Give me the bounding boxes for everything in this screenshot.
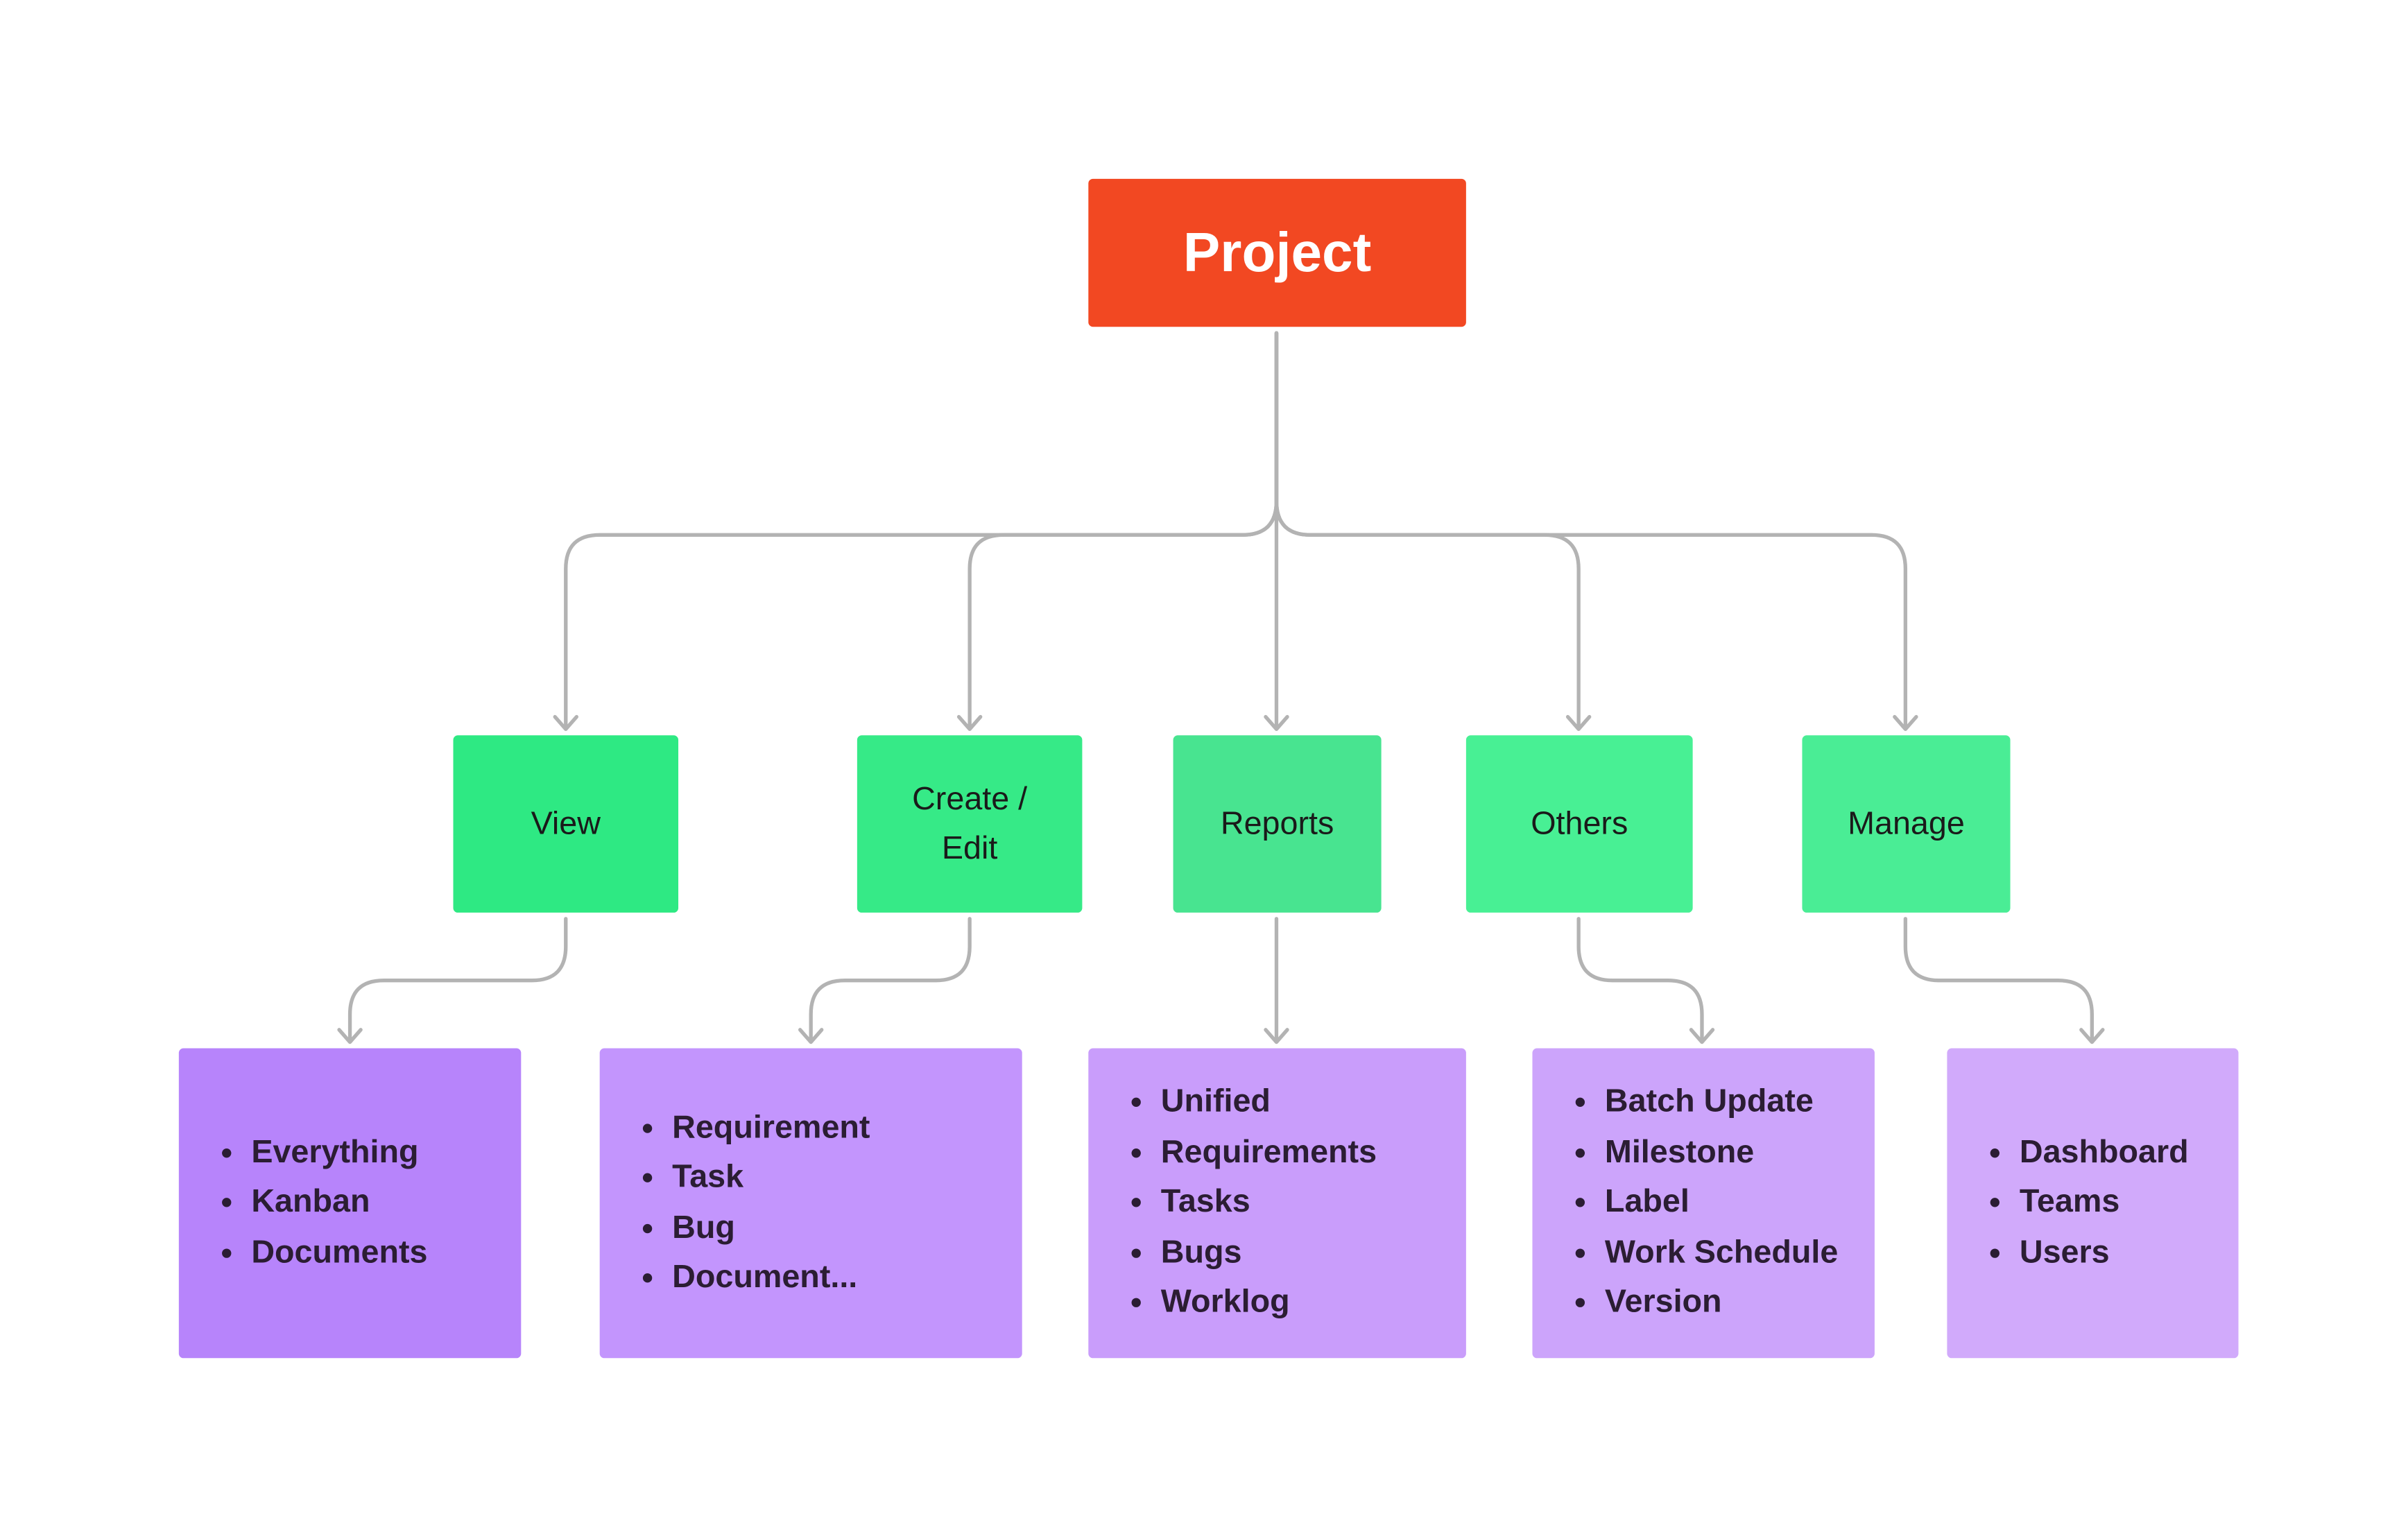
leaf-node-others[interactable]: Batch Update Milestone Label Work Schedu… xyxy=(1532,1048,1875,1359)
arrowhead-create xyxy=(956,714,983,732)
category-node-reports[interactable]: Reports xyxy=(1173,735,1382,913)
list-item: Milestone xyxy=(1605,1128,1838,1178)
arrowheads xyxy=(337,714,2105,1044)
arrowhead-leaf-reports xyxy=(1264,1028,1289,1044)
leaf-list-view: Everything Kanban Documents xyxy=(179,1128,427,1279)
list-item: Documents xyxy=(251,1228,427,1278)
leaf-node-view[interactable]: Everything Kanban Documents xyxy=(178,1048,522,1359)
category-label-view: View xyxy=(531,805,601,841)
category-label-others: Others xyxy=(1531,805,1628,841)
connector-create-leaf xyxy=(809,917,972,1043)
category-node-create-edit[interactable]: Create / Edit xyxy=(857,735,1083,913)
list-item: Kanban xyxy=(251,1178,427,1228)
root-connectors xyxy=(564,331,1908,730)
arrowhead-leaf-view xyxy=(337,1028,363,1044)
arrowhead-view xyxy=(553,714,578,732)
category-node-view[interactable]: View xyxy=(453,735,679,913)
list-item: Requirement xyxy=(672,1103,870,1153)
leaf-list-manage: Dashboard Teams Users xyxy=(1947,1128,2189,1279)
leaf-node-manage[interactable]: Dashboard Teams Users xyxy=(1947,1048,2239,1359)
arrowhead-reports xyxy=(1264,714,1289,732)
arrowhead-leaf-create xyxy=(798,1028,824,1044)
list-item: Bug xyxy=(672,1203,870,1253)
arrowhead-others xyxy=(1565,714,1592,732)
list-item: Version xyxy=(1605,1278,1838,1328)
category-label-manage: Manage xyxy=(1848,805,1965,841)
category-node-manage[interactable]: Manage xyxy=(1802,735,2011,913)
leaf-list-reports: Unified Requirements Tasks Bugs Worklog xyxy=(1088,1078,1377,1328)
list-item: Batch Update xyxy=(1605,1078,1838,1128)
category-label-create-edit: Create / Edit xyxy=(912,780,1028,866)
connector-root-others xyxy=(1274,331,1581,730)
connector-others-leaf xyxy=(1576,917,1704,1043)
list-item: Label xyxy=(1605,1178,1838,1228)
connector-manage-leaf xyxy=(1903,917,2095,1043)
list-item: Work Schedule xyxy=(1605,1228,1838,1278)
connector-view-leaf xyxy=(347,917,568,1043)
leaf-list-others: Batch Update Milestone Label Work Schedu… xyxy=(1532,1078,1838,1328)
leaf-node-create-edit[interactable]: Requirement Task Bug Document... xyxy=(599,1048,1022,1359)
category-label-reports: Reports xyxy=(1220,805,1334,841)
arrowhead-leaf-manage xyxy=(2079,1028,2105,1044)
leaf-list-create-edit: Requirement Task Bug Document... xyxy=(600,1103,870,1303)
category-node-others[interactable]: Others xyxy=(1465,735,1693,913)
connector-root-view xyxy=(564,331,1279,730)
connector-root-manage xyxy=(1274,331,1908,730)
arrowhead-leaf-others xyxy=(1689,1028,1715,1044)
list-item: Dashboard xyxy=(2020,1128,2189,1178)
list-item: Teams xyxy=(2020,1178,2189,1228)
list-item: Worklog xyxy=(1161,1278,1377,1328)
connector-root-create xyxy=(968,331,1279,730)
list-item: Everything xyxy=(251,1128,427,1178)
list-item: Requirements xyxy=(1161,1128,1377,1178)
list-item: Task xyxy=(672,1153,870,1203)
leaf-node-reports[interactable]: Unified Requirements Tasks Bugs Worklog xyxy=(1088,1048,1466,1359)
arrowhead-manage xyxy=(1893,714,1918,732)
root-node-label: Project xyxy=(1182,220,1372,284)
list-item: Users xyxy=(2020,1228,2189,1278)
category-connectors xyxy=(347,917,2095,1043)
root-node-project[interactable]: Project xyxy=(1088,178,1466,327)
list-item: Tasks xyxy=(1161,1178,1377,1228)
list-item: Document... xyxy=(672,1253,870,1303)
list-item: Unified xyxy=(1161,1078,1377,1128)
list-item: Bugs xyxy=(1161,1228,1377,1278)
